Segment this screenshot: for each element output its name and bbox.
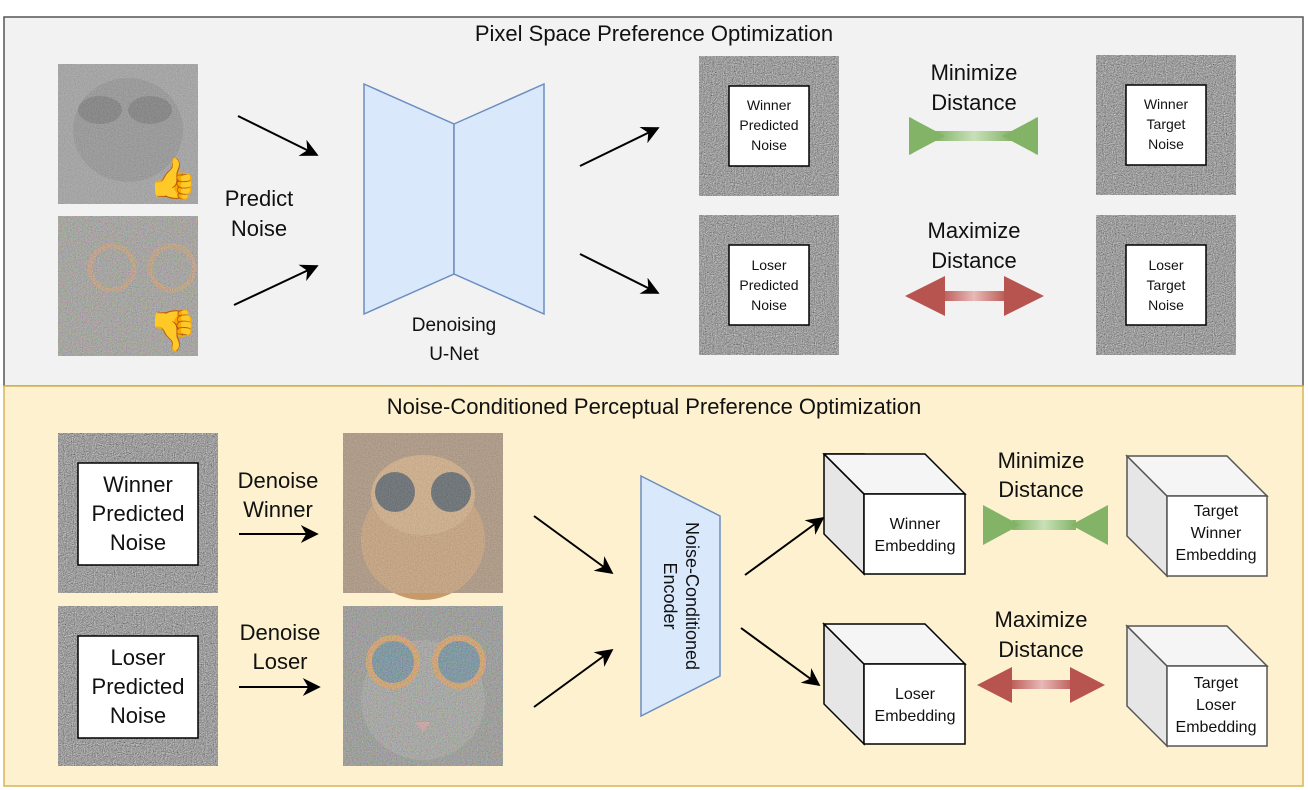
unet-shape (363, 82, 545, 316)
svg-text:Noise: Noise (1148, 136, 1184, 152)
winner-predicted-noise-bottom: Winner Predicted Noise (58, 433, 218, 593)
svg-text:Winner: Winner (1144, 96, 1189, 112)
encoder-label-line1: Noise-Conditioned (682, 522, 702, 670)
svg-text:Predicted: Predicted (739, 277, 798, 293)
denoise-winner-line2: Winner (243, 497, 313, 522)
svg-text:Target: Target (1147, 277, 1186, 293)
loser-noisy-image: 👎 (58, 216, 198, 356)
bottom-panel-title: Noise-Conditioned Perceptual Preference … (387, 394, 921, 419)
top-panel-title: Pixel Space Preference Optimization (475, 21, 833, 46)
svg-text:Target: Target (1194, 675, 1239, 692)
svg-text:Winner: Winner (747, 97, 792, 113)
loser-predicted-noise-top: Loser Predicted Noise (699, 215, 839, 355)
svg-text:Predicted: Predicted (92, 674, 185, 699)
predict-noise-label-line1: Predict (225, 186, 293, 211)
denoised-winner-cat-image (343, 433, 503, 600)
top-panel (3, 16, 1304, 387)
svg-text:Predicted: Predicted (739, 117, 798, 133)
svg-text:Noise: Noise (751, 297, 787, 313)
minimize-distance-bottom-line2: Distance (998, 477, 1084, 502)
svg-text:Noise: Noise (110, 530, 166, 555)
maximize-arrow-bottom (977, 667, 1105, 703)
target-loser-embedding-cube: Target Loser Embedding (1125, 624, 1269, 748)
thumbs-up-icon: 👍 (148, 155, 198, 201)
maximize-distance-top-line1: Maximize (928, 218, 1021, 243)
winner-embedding-cube: Winner Embedding (822, 453, 967, 576)
winner-target-noise: Winner Target Noise (1096, 55, 1236, 195)
unet-label-line2: U-Net (429, 344, 479, 365)
svg-text:Target: Target (1194, 503, 1239, 520)
svg-text:Noise: Noise (751, 137, 787, 153)
denoise-loser-line2: Loser (252, 649, 307, 674)
svg-text:Noise: Noise (1148, 297, 1184, 313)
minimize-distance-bottom-line1: Minimize (998, 448, 1085, 473)
arrow-unet-to-loser-noise (579, 253, 660, 294)
arrow-winner-to-unet (237, 115, 319, 156)
svg-text:Embedding: Embedding (875, 538, 956, 555)
arrow-encoder-to-winner-embedding (744, 516, 825, 576)
svg-text:Noise: Noise (110, 703, 166, 728)
denoise-loser-line1: Denoise (240, 620, 321, 645)
svg-text:Loser: Loser (1196, 697, 1237, 714)
unet-label-line1: Denoising (412, 315, 497, 336)
encoder-label-line2: Encoder (660, 562, 680, 629)
svg-text:Winner: Winner (1191, 525, 1242, 542)
svg-text:Loser: Loser (110, 645, 165, 670)
denoise-winner-line1: Denoise (238, 468, 319, 493)
target-winner-embedding-cube: Target Winner Embedding (1125, 454, 1269, 578)
arrow-winner-cat-to-encoder (533, 515, 614, 575)
loser-target-noise: Loser Target Noise (1096, 215, 1236, 355)
noise-conditioned-encoder-shape (640, 474, 721, 718)
minimize-arrow-bottom (983, 505, 1108, 545)
maximize-distance-top-line2: Distance (931, 248, 1017, 273)
arrow-loser-to-unet (233, 264, 319, 306)
arrow-loser-cat-to-encoder (533, 648, 614, 708)
minimize-arrow-top (909, 117, 1038, 155)
predict-noise-label-line2: Noise (231, 216, 287, 241)
winner-noisy-image: 👍 (58, 64, 198, 204)
svg-text:Winner: Winner (103, 472, 173, 497)
minimize-distance-top-line2: Distance (931, 90, 1017, 115)
maximize-arrow-top (905, 276, 1044, 316)
svg-text:Loser: Loser (1148, 257, 1183, 273)
thumbs-down-icon: 👎 (148, 309, 198, 353)
svg-text:Loser: Loser (895, 686, 936, 703)
winner-predicted-noise-top: Winner Predicted Noise (699, 56, 839, 196)
maximize-distance-bottom-line2: Distance (998, 637, 1084, 662)
loser-predicted-noise-bottom: Loser Predicted Noise (58, 606, 218, 766)
svg-text:Loser: Loser (751, 257, 786, 273)
arrow-encoder-to-loser-embedding (740, 627, 821, 687)
maximize-distance-bottom-line1: Maximize (995, 607, 1088, 632)
svg-text:Winner: Winner (890, 516, 941, 533)
svg-text:Embedding: Embedding (1176, 547, 1257, 564)
loser-embedding-cube: Loser Embedding (822, 622, 967, 746)
svg-text:Embedding: Embedding (1176, 719, 1257, 736)
svg-text:Predicted: Predicted (92, 501, 185, 526)
svg-text:Target: Target (1147, 116, 1186, 132)
arrow-unet-to-winner-noise (579, 127, 660, 167)
denoised-loser-cat-image (343, 606, 503, 766)
svg-text:Embedding: Embedding (875, 708, 956, 725)
minimize-distance-top-line1: Minimize (931, 60, 1018, 85)
